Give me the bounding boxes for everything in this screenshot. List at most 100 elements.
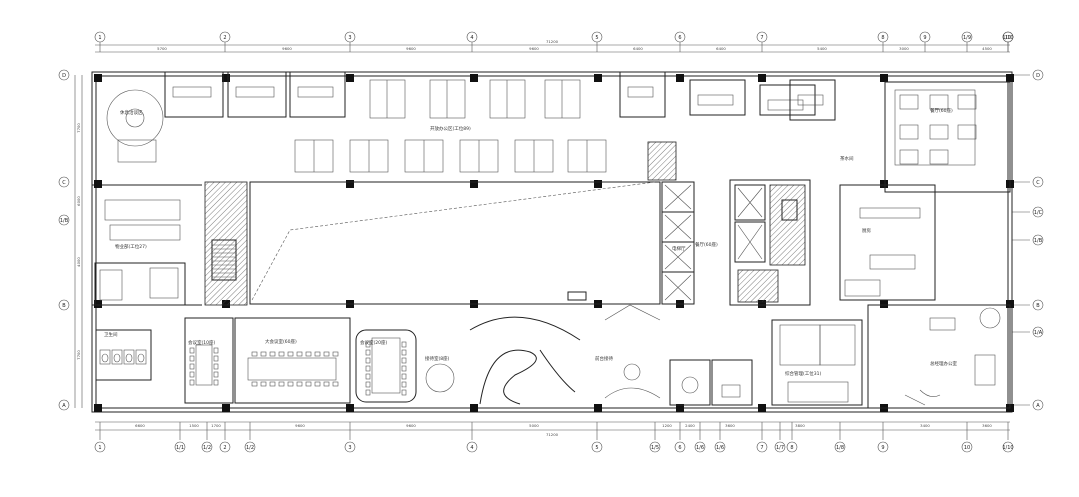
grid-label-bottom: 2 — [223, 445, 226, 451]
grid-label-right: 1/A — [1034, 330, 1043, 336]
bottom-segment-label: 3800 — [795, 423, 805, 428]
top-segment-label: 3000 — [899, 46, 909, 51]
grid-label-bottom: 1 — [98, 445, 101, 451]
grid-label-bottom: 1/2 — [246, 445, 254, 451]
grid-label-bottom: 3 — [348, 445, 351, 451]
left-segment-label: 7700 — [76, 350, 81, 360]
grid-label-left: B — [62, 303, 66, 309]
grid-marker-right — [1032, 399, 1044, 411]
grid-marker-bottom — [834, 441, 846, 453]
grid-label-top: 5 — [595, 35, 598, 41]
top-segment-label: 9600 — [406, 46, 416, 51]
grid-marker-top — [466, 31, 478, 43]
left-segment-label: 6000 — [76, 196, 81, 206]
grid-marker-left — [58, 299, 70, 311]
bottom-segment-label: 5000 — [529, 423, 539, 428]
grid-label-right: 1/B — [1034, 238, 1043, 244]
bottom-segment-label: 9600 — [406, 423, 416, 428]
grid-marker-right — [1032, 176, 1044, 188]
left-dimension — [74, 75, 83, 408]
grid-label-bottom: 1/6 — [716, 445, 724, 451]
top-dimension: 71200 — [95, 39, 1010, 53]
room-labels: 开放办公区(工位89) 物业部(工位27) 综合管理(工位31) 休息洽谈区 会… — [104, 107, 957, 377]
grid-label-bottom: 1/1 — [176, 445, 184, 451]
elevator-shafts — [647, 141, 695, 305]
grid-marker-bottom — [201, 441, 213, 453]
room-label-atrium: 餐厅(60座) — [695, 241, 718, 248]
grid-marker-bottom — [174, 441, 186, 453]
grid-marker-bottom — [674, 441, 686, 453]
bottom-segment-label: 3600 — [982, 423, 992, 428]
bottom-segment-label: 3400 — [920, 423, 930, 428]
grid-label-left: 1/B — [60, 218, 69, 224]
left-segment-label: 4000 — [76, 257, 81, 267]
grid-label-bottom: 7 — [760, 445, 763, 451]
grid-marker-left — [58, 399, 70, 411]
room-label-dining: 餐厅(60座) — [930, 107, 953, 114]
bottom-segment-label: 1700 — [211, 423, 221, 428]
grid-marker-bottom — [756, 441, 768, 453]
stair-left — [204, 181, 248, 306]
room-label-ent-mgmt: 综合管理(工位31) — [785, 370, 821, 377]
right-lower-offices — [669, 304, 1011, 409]
grid-label-bottom: 1/7 — [776, 445, 784, 451]
grid-markers-right: DC1/C1/BB1/AA — [1012, 69, 1044, 411]
grid-label-left: A — [62, 403, 66, 409]
dining-area — [839, 81, 1011, 301]
grid-marker-bottom — [649, 441, 661, 453]
room-label-meeting-20: 会议室(20座) — [360, 339, 387, 346]
core-right — [729, 179, 811, 306]
room-label-elevator: 电梯厅 — [672, 245, 686, 252]
room-label-reception: 接待室(8座) — [425, 355, 450, 362]
bottom-segment-label: 2400 — [685, 423, 695, 428]
room-label-tea-room: 茶水间 — [840, 155, 854, 162]
grid-marker-top — [1002, 31, 1014, 43]
grid-label-top: 3 — [348, 35, 351, 41]
top-segment-label: 4500 — [982, 46, 992, 51]
grid-label-bottom: 1/6 — [696, 445, 704, 451]
grid-marker-bottom — [877, 441, 889, 453]
grid-marker-right — [1032, 326, 1044, 338]
overall-dimension: 71200 — [546, 39, 559, 44]
grid-label-bottom: 1/10 — [1002, 445, 1013, 451]
grid-markers-left: DC1/BBA — [58, 69, 70, 411]
grid-label-top: 2 — [223, 35, 226, 41]
grid-marker-top — [674, 31, 686, 43]
grid-label-top: 10 — [1005, 35, 1011, 41]
room-label-exec-lounge: 休息洽谈区 — [120, 109, 143, 116]
grid-marker-bottom — [774, 441, 786, 453]
bottom-dimension: 71200 — [95, 421, 1010, 437]
grid-label-bottom: 10 — [964, 445, 970, 451]
grid-label-bottom: 1/2 — [203, 445, 211, 451]
top-segment-label: 6400 — [633, 46, 643, 51]
top-segment-label: 6400 — [716, 46, 726, 51]
grid-marker-right — [1032, 299, 1044, 311]
grid-marker-bottom — [591, 441, 603, 453]
grid-label-top: 1/9 — [963, 35, 971, 41]
grid-label-right: B — [1036, 303, 1040, 309]
overall-dimension-bottom: 71200 — [546, 432, 559, 437]
bottom-segment-label: 6600 — [135, 423, 145, 428]
room-label-meeting-60: 大会议室(60座) — [265, 338, 297, 345]
grid-marker-bottom — [786, 441, 798, 453]
grid-label-top: 7 — [760, 35, 763, 41]
grid-label-left: C — [62, 180, 66, 186]
grid-label-right: A — [1036, 403, 1040, 409]
grid-marker-bottom — [244, 441, 256, 453]
room-label-open-office-b: 物业部(工位27) — [115, 243, 147, 250]
bottom-segment-label: 1200 — [662, 423, 672, 428]
grid-marker-right — [1032, 206, 1044, 218]
bottom-segment-label: 1500 — [189, 423, 199, 428]
grid-marker-top — [877, 31, 889, 43]
meeting-rooms — [184, 317, 417, 404]
grid-marker-bottom — [1002, 441, 1014, 453]
bottom-segment-label: 3600 — [725, 423, 735, 428]
grid-label-right: C — [1036, 180, 1040, 186]
grid-label-top: 8 — [881, 35, 884, 41]
grid-label-top: 1/10 — [1002, 35, 1013, 41]
grid-marker-left — [58, 69, 70, 81]
grid-label-bottom: 9 — [881, 445, 884, 451]
